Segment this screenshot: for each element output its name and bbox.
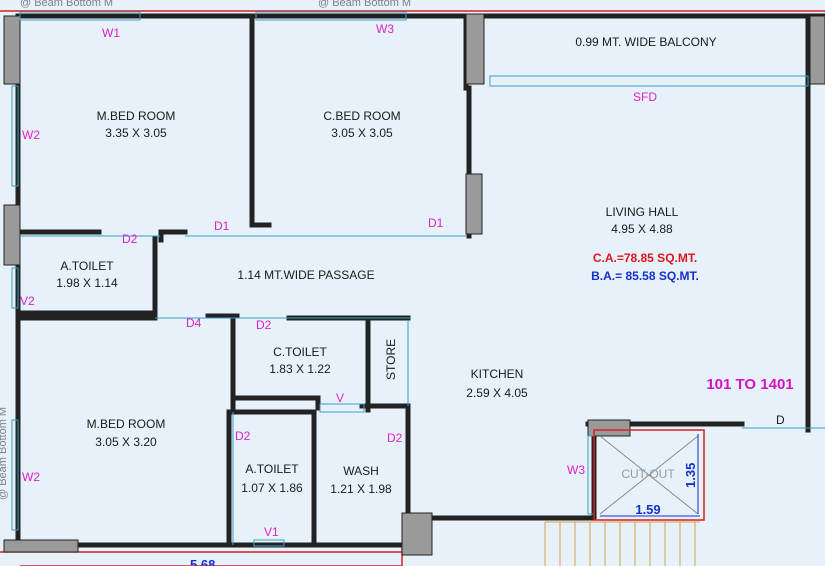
door-tag-d2a: D2 <box>122 232 138 246</box>
beam-note-top-mid: @ Beam Bottom M <box>318 0 411 9</box>
room-name-living: LIVING HALL <box>606 205 679 219</box>
room-name-atoilet2: A.TOILET <box>245 462 299 476</box>
room-name-cbed: C.BED ROOM <box>323 109 400 123</box>
door-tag-d2b: D2 <box>256 318 272 332</box>
window-tag-w3a: W3 <box>376 22 394 36</box>
window-tag-w1: W1 <box>102 26 120 40</box>
room-size-atoilet2: 1.07 X 1.86 <box>241 481 303 495</box>
columns <box>3 13 825 556</box>
room-size-wash: 1.21 X 1.98 <box>330 482 392 496</box>
window-tag-v2: V2 <box>20 294 35 308</box>
beam-note-top-left: @ Beam Bottom M <box>20 0 113 9</box>
window-tag-v1: V1 <box>264 525 279 539</box>
door-tag-d1a: D1 <box>214 219 230 233</box>
window-tag-w2b: W2 <box>22 470 40 484</box>
cutout-label: CUT-OUT <box>621 467 675 481</box>
room-name-mbed1: M.BED ROOM <box>97 109 176 123</box>
room-name-balcony: 0.99 MT. WIDE BALCONY <box>575 35 716 49</box>
door-tag-sfd: SFD <box>633 90 657 104</box>
door-tag-d: D <box>776 413 785 427</box>
cut-out-box <box>593 429 705 521</box>
door-tag-d1b: D1 <box>428 216 444 230</box>
door-tag-d2d: D2 <box>387 431 403 445</box>
beam-note-side: @ Beam Bottom M <box>0 407 9 500</box>
builtup-area: B.A.= 85.58 SQ.MT. <box>591 269 699 283</box>
room-size-living: 4.95 X 4.88 <box>611 222 673 236</box>
room-name-passage: 1.14 MT.WIDE PASSAGE <box>237 268 374 282</box>
window-tag-v: V <box>336 391 344 405</box>
room-size-cbed: 3.05 X 3.05 <box>331 126 393 140</box>
bottom-dimension: 5.68 <box>190 557 215 566</box>
stair-lines <box>544 521 700 566</box>
cutout-width: 1.59 <box>635 502 660 517</box>
room-size-atoilet1: 1.98 X 1.14 <box>56 276 118 290</box>
carpet-area: C.A.=78.85 SQ.MT. <box>593 251 697 265</box>
door-tag-d2c: D2 <box>235 429 251 443</box>
room-size-ctoilet: 1.83 X 1.22 <box>269 362 331 376</box>
door-tag-d4: D4 <box>186 316 202 330</box>
flat-range: 101 TO 1401 <box>706 376 793 393</box>
room-name-store: STORE <box>384 339 398 380</box>
room-name-wash: WASH <box>343 464 379 478</box>
window-tag-w2a: W2 <box>22 128 40 142</box>
room-name-kitchen: KITCHEN <box>471 367 524 381</box>
room-name-ctoilet: C.TOILET <box>273 345 327 359</box>
cutout-height: 1.35 <box>683 463 698 488</box>
room-size-mbed2: 3.05 X 3.20 <box>95 435 157 449</box>
room-size-mbed1: 3.35 X 3.05 <box>105 126 167 140</box>
window-tag-w3b: W3 <box>567 463 585 477</box>
room-name-mbed2: M.BED ROOM <box>87 417 166 431</box>
windows <box>11 11 825 547</box>
room-size-kitchen: 2.59 X 4.05 <box>466 386 528 400</box>
room-name-atoilet1: A.TOILET <box>60 259 114 273</box>
